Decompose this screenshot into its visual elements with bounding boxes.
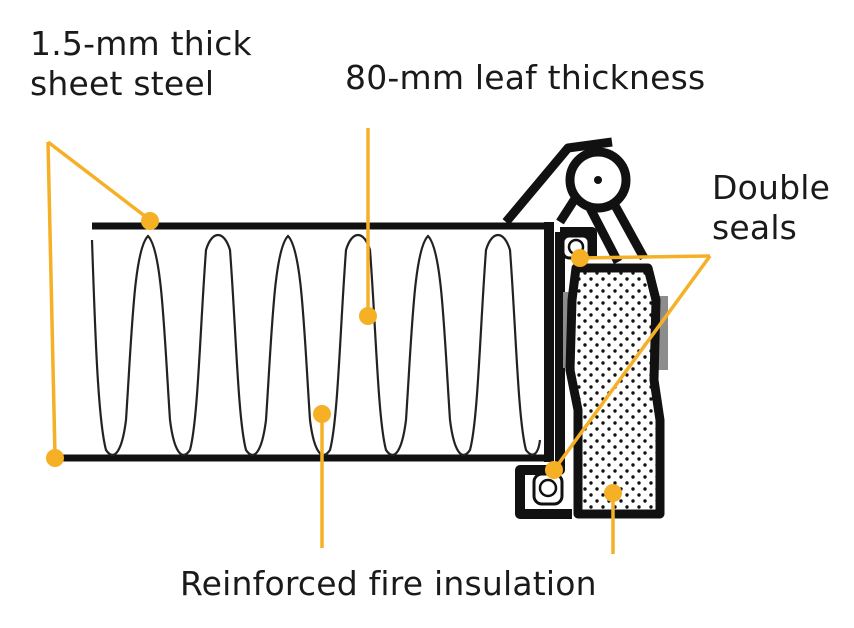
label-double-seals: Double seals [712,168,830,248]
callout-dot-seal-bottom [545,461,563,479]
label-sheet-steel-line2: sheet steel [30,64,215,103]
label-leaf-thickness: 80-mm leaf thickness [345,58,706,97]
insulation-wave [90,233,542,456]
label-double-seals-line1: Double [712,168,831,207]
frame-hinge-link-2 [586,205,622,265]
callout-dot-fire-right [604,484,622,502]
callout-dot-seal-top [571,249,589,267]
gray-strip-right [658,296,668,370]
frame-fire-insulation [565,263,665,519]
label-fire-insulation: Reinforced fire insulation [180,564,597,603]
callout-steel [46,140,152,457]
label-double-seals-line2: seals [712,208,798,247]
frame-hinge-arm [502,137,613,225]
callout-seals [552,254,712,472]
hinge-pin-center [594,176,602,184]
seal-bottom [532,472,564,506]
callout-dot-fire-left [313,405,331,423]
callout-dot-leaf [359,307,377,325]
frame-channel [515,227,597,519]
callout-dot-bottom-steel [46,449,64,467]
frame-hinge-link [608,197,648,261]
callout-dot-top-steel [141,212,159,230]
label-sheet-steel-line1: 1.5-mm thick [30,24,252,63]
label-sheet-steel: 1.5-mm thick sheet steel [30,24,252,104]
leaf-edge-plate [544,222,554,462]
